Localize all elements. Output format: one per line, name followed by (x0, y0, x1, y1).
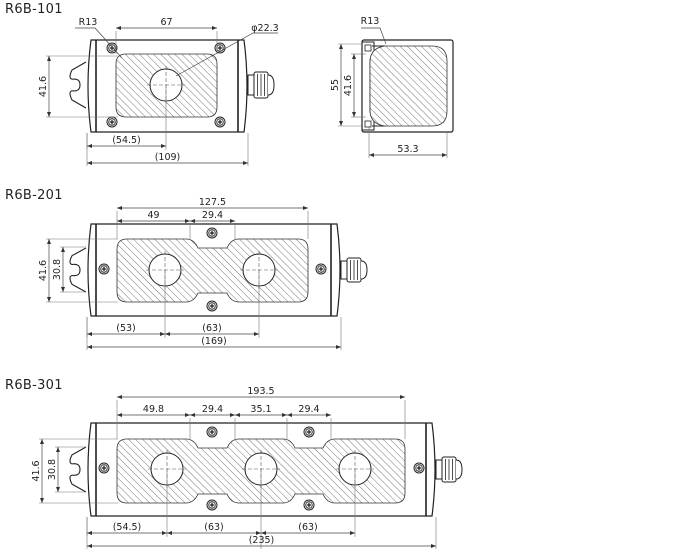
screw-ring (208, 501, 216, 509)
screw-ring (208, 229, 216, 237)
screw-icon (206, 227, 218, 239)
dim-height-label: 41.6 (38, 260, 49, 281)
cable-tongue (69, 446, 87, 493)
side-radius-leader (361, 27, 387, 45)
screw-icon (303, 499, 315, 511)
screw-ring (208, 302, 216, 310)
screw-ring (208, 428, 216, 436)
screw-ring (216, 118, 224, 126)
dim-height-label: 41.6 (31, 460, 42, 481)
dim-side-overall-height-label: 55 (330, 79, 341, 91)
screw-icon (106, 42, 118, 54)
screw-ring (305, 501, 313, 509)
screw-ring (100, 464, 108, 472)
dim-offset1-label: (54.5) (113, 522, 142, 533)
side-hatched-pad (369, 45, 448, 127)
screw-icon (413, 462, 425, 474)
dim-center-offset-label: (54.5) (112, 135, 141, 146)
screw-cross (209, 429, 215, 435)
dim-overall-length-label: (169) (201, 336, 227, 347)
screw-cross (109, 119, 115, 125)
dim-seg1-label: 49.8 (143, 404, 164, 415)
dim-seg2-label: 29.4 (202, 210, 223, 221)
hatched-load-pad (116, 238, 309, 303)
gland-tip (267, 74, 275, 96)
dim-pad-width-label: 127.5 (199, 197, 226, 208)
view-title-r6b-301: R6B-301 (5, 378, 63, 393)
dim-hole-diameter: φ22.3 (251, 23, 278, 34)
screw-ring (415, 464, 423, 472)
screw-icon (98, 462, 110, 474)
dim-inner-height-label: 30.8 (47, 459, 58, 480)
diameter-leader (175, 32, 278, 77)
dim-seg4-label: 29.4 (298, 404, 319, 415)
dim-side-depth-label: 53.3 (397, 144, 418, 155)
dim-pad-width-label: 67 (160, 17, 172, 28)
cable-tongue (69, 247, 87, 293)
dim-offset1-label: (53) (116, 323, 136, 334)
cable-gland-icon (340, 257, 368, 283)
dim-overall-length-label: (235) (249, 535, 275, 546)
screw-cross (209, 303, 215, 309)
dim-side-height-label: 41.6 (343, 75, 354, 96)
view-title-r6b-201: R6B-201 (5, 188, 63, 203)
screw-icon (98, 263, 110, 275)
cable-gland-icon (247, 71, 275, 99)
screw-ring (317, 265, 325, 273)
cable-tongue (69, 61, 87, 109)
screw-icon (106, 116, 118, 128)
screw-icon (303, 426, 315, 438)
view-title-r6b-101: R6B-101 (5, 2, 63, 17)
dim-inner-height-label: 30.8 (52, 259, 63, 280)
screw-icon (206, 499, 218, 511)
dim-seg2-label: 29.4 (202, 404, 223, 415)
dim-seg1-label: 49 (147, 210, 159, 221)
screw-ring (108, 118, 116, 126)
dim-side-radius: R13 (361, 16, 380, 27)
side-screw (364, 44, 372, 52)
screw-cross (209, 502, 215, 508)
screw-cross (318, 266, 324, 272)
screw-ring (305, 428, 313, 436)
gland-base (340, 260, 348, 280)
screw-cross (101, 465, 107, 471)
radius-leader (75, 27, 123, 59)
side-screw (364, 120, 372, 128)
screw-cross (101, 266, 107, 272)
screw-cross (217, 119, 223, 125)
dim-offset2-label: (63) (204, 522, 224, 533)
screw-icon (206, 300, 218, 312)
screw-icon (206, 426, 218, 438)
gland-base (247, 74, 255, 96)
screw-ring (100, 265, 108, 273)
dim-height-label: 41.6 (38, 76, 49, 97)
screw-cross (416, 465, 422, 471)
cable-gland-icon (435, 456, 463, 483)
gland-base (435, 459, 443, 480)
dim-radius: R13 (79, 17, 98, 28)
screw-icon (214, 116, 226, 128)
dim-overall-length-label: (109) (155, 152, 181, 163)
screw-cross (306, 502, 312, 508)
gland-tip (455, 459, 463, 480)
screw-icon (315, 263, 327, 275)
screw-ring (108, 44, 116, 52)
dim-seg3-label: 35.1 (250, 404, 271, 415)
dim-offset2-label: (63) (202, 323, 222, 334)
dim-offset3-label: (63) (298, 522, 318, 533)
screw-cross (306, 429, 312, 435)
dim-pad-width-label: 193.5 (247, 386, 274, 397)
gland-tip (360, 260, 368, 280)
screw-cross (209, 230, 215, 236)
screw-cross (217, 45, 223, 51)
